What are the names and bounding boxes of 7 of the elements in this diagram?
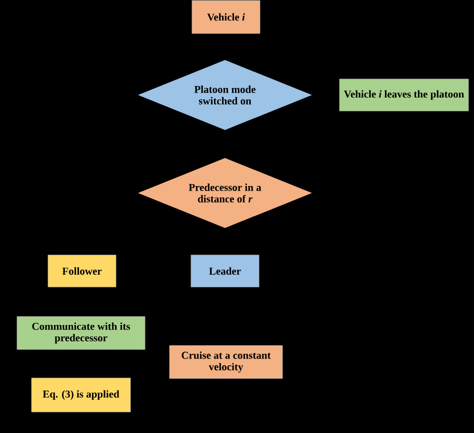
process-box: Communicate with its predecessor [16, 316, 146, 350]
process-box: Cruise at a constant velocity [169, 345, 283, 379]
process-box: Vehicle i leaves the platoon [339, 78, 469, 112]
process-box: Follower [48, 254, 116, 288]
process-box: Leader [190, 254, 260, 288]
process-box: Eq. (3) is applied [31, 378, 131, 412]
process-box: Vehicle i [192, 0, 260, 34]
